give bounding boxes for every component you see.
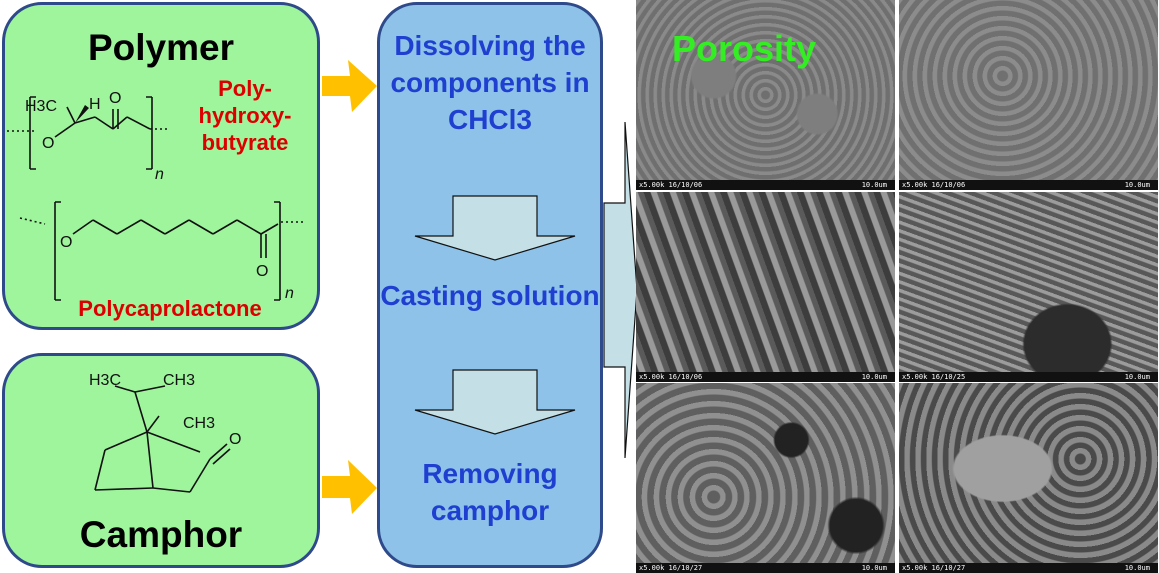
sem-image-3: x5.00k 16/10/06 10.0um bbox=[636, 192, 895, 382]
pcl-structure: O O n bbox=[19, 201, 305, 302]
camphor-structure: H3C CH3 CH3 O bbox=[89, 372, 241, 493]
micrograph-grid: x5.00k 16/10/06 10.0um x5.00k 16/10/06 10.… bbox=[636, 0, 1159, 573]
sem-scale: 10.0um bbox=[1124, 564, 1150, 572]
sem-scale: 10.0um bbox=[861, 181, 887, 189]
porosity-title: Porosity bbox=[672, 28, 817, 69]
sem-image-1: x5.00k 16/10/06 10.0um bbox=[636, 0, 895, 190]
process-box: Dissolving the components in CHCl3 Casti… bbox=[377, 2, 603, 568]
sem-image-4: x5.00k 16/10/25 10.0um bbox=[899, 192, 1158, 382]
step-casting: Casting solution bbox=[380, 280, 600, 311]
step-removing: Removing camphor bbox=[422, 458, 558, 526]
phb-hydrogen: H bbox=[89, 96, 101, 113]
phb-structure: H3C H O O n bbox=[7, 90, 167, 183]
sem-scale: 10.0um bbox=[1124, 181, 1150, 189]
sem-image-6: x5.00k 16/10/27 10.0um bbox=[899, 383, 1158, 573]
pcl-carbonyl-oxygen: O bbox=[256, 263, 268, 280]
pcl-repeat-n: n bbox=[285, 285, 294, 302]
funnel-arrow-icon bbox=[603, 121, 638, 459]
polymer-title: Polymer bbox=[87, 27, 234, 68]
phb-methyl: H3C bbox=[25, 98, 57, 115]
sem-scale: 10.0um bbox=[1124, 373, 1150, 381]
pcl-label: Polycaprolactone bbox=[78, 296, 262, 321]
camphor-methyl-bridge: CH3 bbox=[183, 415, 215, 432]
pcl-ether-oxygen: O bbox=[60, 234, 72, 251]
arrow-right-icon bbox=[322, 60, 377, 112]
polymer-box: Polymer Poly- hydroxy- butyrate Polycapr… bbox=[2, 2, 320, 330]
arrow-right-icon bbox=[322, 460, 377, 514]
step-dissolving: Dissolving the components in CHCl3 bbox=[390, 30, 590, 135]
sem-label: x5.00k 16/10/27 bbox=[902, 564, 966, 572]
phb-ether-oxygen: O bbox=[42, 135, 54, 152]
sem-label: x5.00k 16/10/25 bbox=[902, 373, 966, 381]
sem-label: x5.00k 16/10/06 bbox=[902, 181, 966, 189]
camphor-ketone-oxygen: O bbox=[229, 431, 241, 448]
phb-repeat-n: n bbox=[155, 166, 164, 183]
sem-image-5: x5.00k 16/10/27 10.0um bbox=[636, 383, 895, 573]
sem-scale: 10.0um bbox=[861, 564, 887, 572]
sem-label: x5.00k 16/10/06 bbox=[639, 181, 703, 189]
camphor-box: Camphor H3C CH3 CH3 O bbox=[2, 353, 320, 568]
phb-carbonyl-oxygen: O bbox=[109, 90, 121, 107]
camphor-methyl-left: H3C bbox=[89, 372, 121, 389]
camphor-title: Camphor bbox=[79, 514, 243, 555]
camphor-methyl-right: CH3 bbox=[163, 372, 195, 389]
sem-label: x5.00k 16/10/27 bbox=[639, 564, 703, 572]
sem-label: x5.00k 16/10/06 bbox=[639, 373, 703, 381]
sem-scale: 10.0um bbox=[861, 373, 887, 381]
phb-label: Poly- hydroxy- butyrate bbox=[198, 76, 292, 155]
sem-image-2: x5.00k 16/10/06 10.0um bbox=[899, 0, 1158, 190]
